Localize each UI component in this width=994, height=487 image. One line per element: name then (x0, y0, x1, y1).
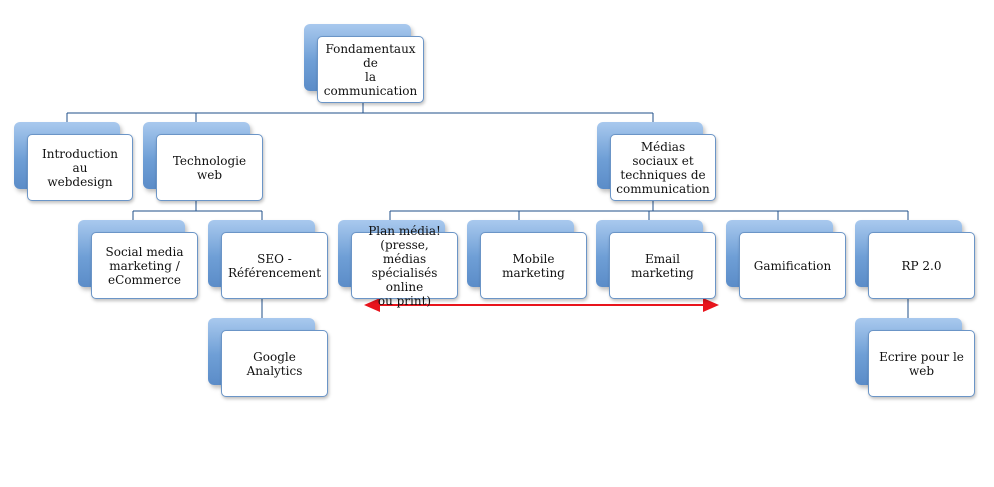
node-seo: SEO - Référencement (208, 220, 328, 300)
node-rp: RP 2.0 (855, 220, 975, 300)
node-social: Social media marketing / eCommerce (78, 220, 198, 300)
node-email: Email marketing (596, 220, 716, 300)
node-label: Google Analytics (246, 349, 303, 378)
node-label: Email marketing (631, 251, 694, 280)
node-mobile: Mobile marketing (467, 220, 587, 300)
node-gamification: Gamification (726, 220, 846, 300)
node-label: Médias sociaux et techniques de communic… (616, 139, 710, 196)
node-intro: Introduction au webdesign (14, 122, 133, 202)
connector (66, 103, 654, 123)
node-label: Mobile marketing (502, 251, 565, 280)
node-medias: Médias sociaux et techniques de communic… (597, 122, 716, 202)
connector (132, 201, 263, 221)
node-label: SEO - Référencement (227, 251, 322, 280)
node-label: Gamification (753, 258, 832, 273)
node-label: Plan média! (presse, médias spécialisés … (368, 223, 441, 308)
node-label: Social media marketing / eCommerce (105, 244, 184, 287)
node-label: RP 2.0 (901, 258, 942, 273)
node-ga: Google Analytics (208, 318, 328, 398)
node-ecrire: Ecrire pour le web (855, 318, 975, 398)
node-plan: Plan média! (presse, médias spécialisés … (338, 220, 458, 308)
node-label: Ecrire pour le web (879, 349, 964, 378)
node-label: Introduction au webdesign (42, 146, 118, 189)
node-label: Fondamentaux de la communication (323, 41, 418, 98)
connector (389, 201, 909, 221)
node-label: Technologie web (172, 153, 247, 182)
node-tech: Technologie web (143, 122, 263, 202)
double-arrow (364, 298, 719, 312)
node-root: Fondamentaux de la communication (304, 24, 424, 104)
